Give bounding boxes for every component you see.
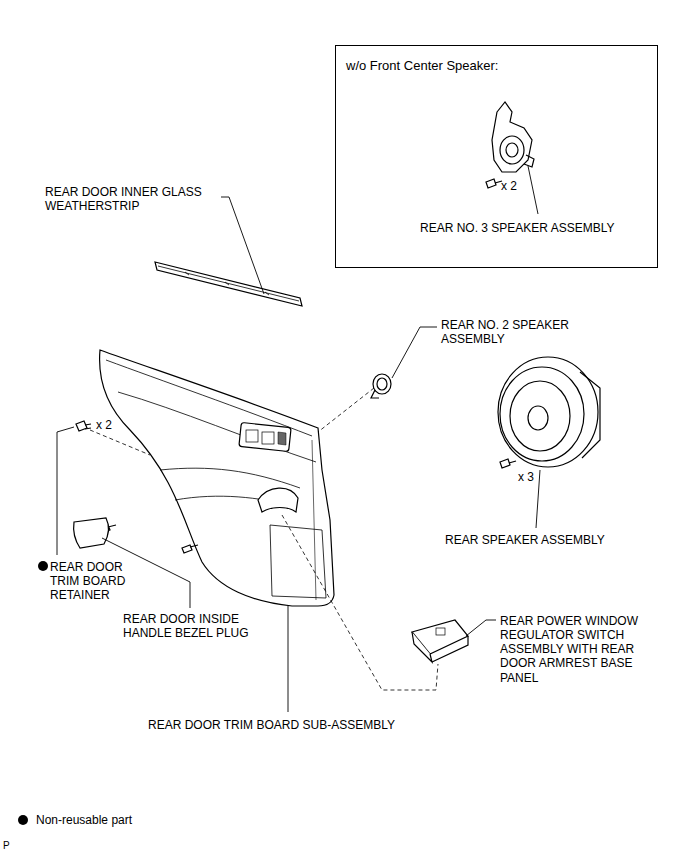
part-name: REAR NO. 3 SPEAKER ASSEMBLY xyxy=(420,221,615,235)
non-reusable-mark xyxy=(38,561,48,571)
leader-line xyxy=(57,166,540,712)
quantity-note: x 3 xyxy=(518,470,534,484)
part-name: REAR DOOR INSIDE HANDLE BEZEL PLUG xyxy=(123,612,283,640)
hidden-line xyxy=(90,430,150,455)
speaker-drawing xyxy=(492,102,534,172)
screw-drawing xyxy=(486,179,502,188)
part-name: REAR DOOR INNER GLASS WEATHERSTRIP xyxy=(45,185,220,213)
part-name: REAR NO. 2 SPEAKER ASSEMBLY xyxy=(441,318,591,346)
quantity-note: x 2 xyxy=(96,418,112,432)
legend-entry: Non-reusable part xyxy=(18,813,132,827)
quantity-note: P xyxy=(3,840,10,852)
retainer-drawing xyxy=(76,421,91,431)
weatherstrip-drawing xyxy=(155,262,302,306)
panel-heading: w/o Front Center Speaker: xyxy=(346,58,498,73)
switch-drawing xyxy=(412,620,468,662)
screw-drawing xyxy=(500,459,516,468)
part-name: REAR SPEAKER ASSEMBLY xyxy=(445,533,605,547)
tweeter-drawing xyxy=(371,374,391,398)
screw-drawing xyxy=(100,525,198,553)
legend-text: Non-reusable part xyxy=(36,813,132,827)
part-name: REAR DOOR TRIM BOARD SUB-ASSEMBLY xyxy=(148,718,395,732)
hidden-line xyxy=(318,388,374,432)
bezel-plug-drawing xyxy=(74,518,109,548)
part-name: REAR DOOR TRIM BOARD RETAINER xyxy=(50,560,140,602)
inset-panel: w/o Front Center Speaker: x 2 REAR NO. 3 S… xyxy=(335,45,658,268)
part-name: REAR POWER WINDOW REGULATOR SWITCH ASSEM… xyxy=(500,614,660,685)
speaker-drawing xyxy=(498,357,600,467)
quantity-note: x 2 xyxy=(501,179,517,193)
legend-dot xyxy=(18,815,28,825)
hidden-line xyxy=(282,515,438,690)
door-trim-board-drawing xyxy=(100,350,334,606)
